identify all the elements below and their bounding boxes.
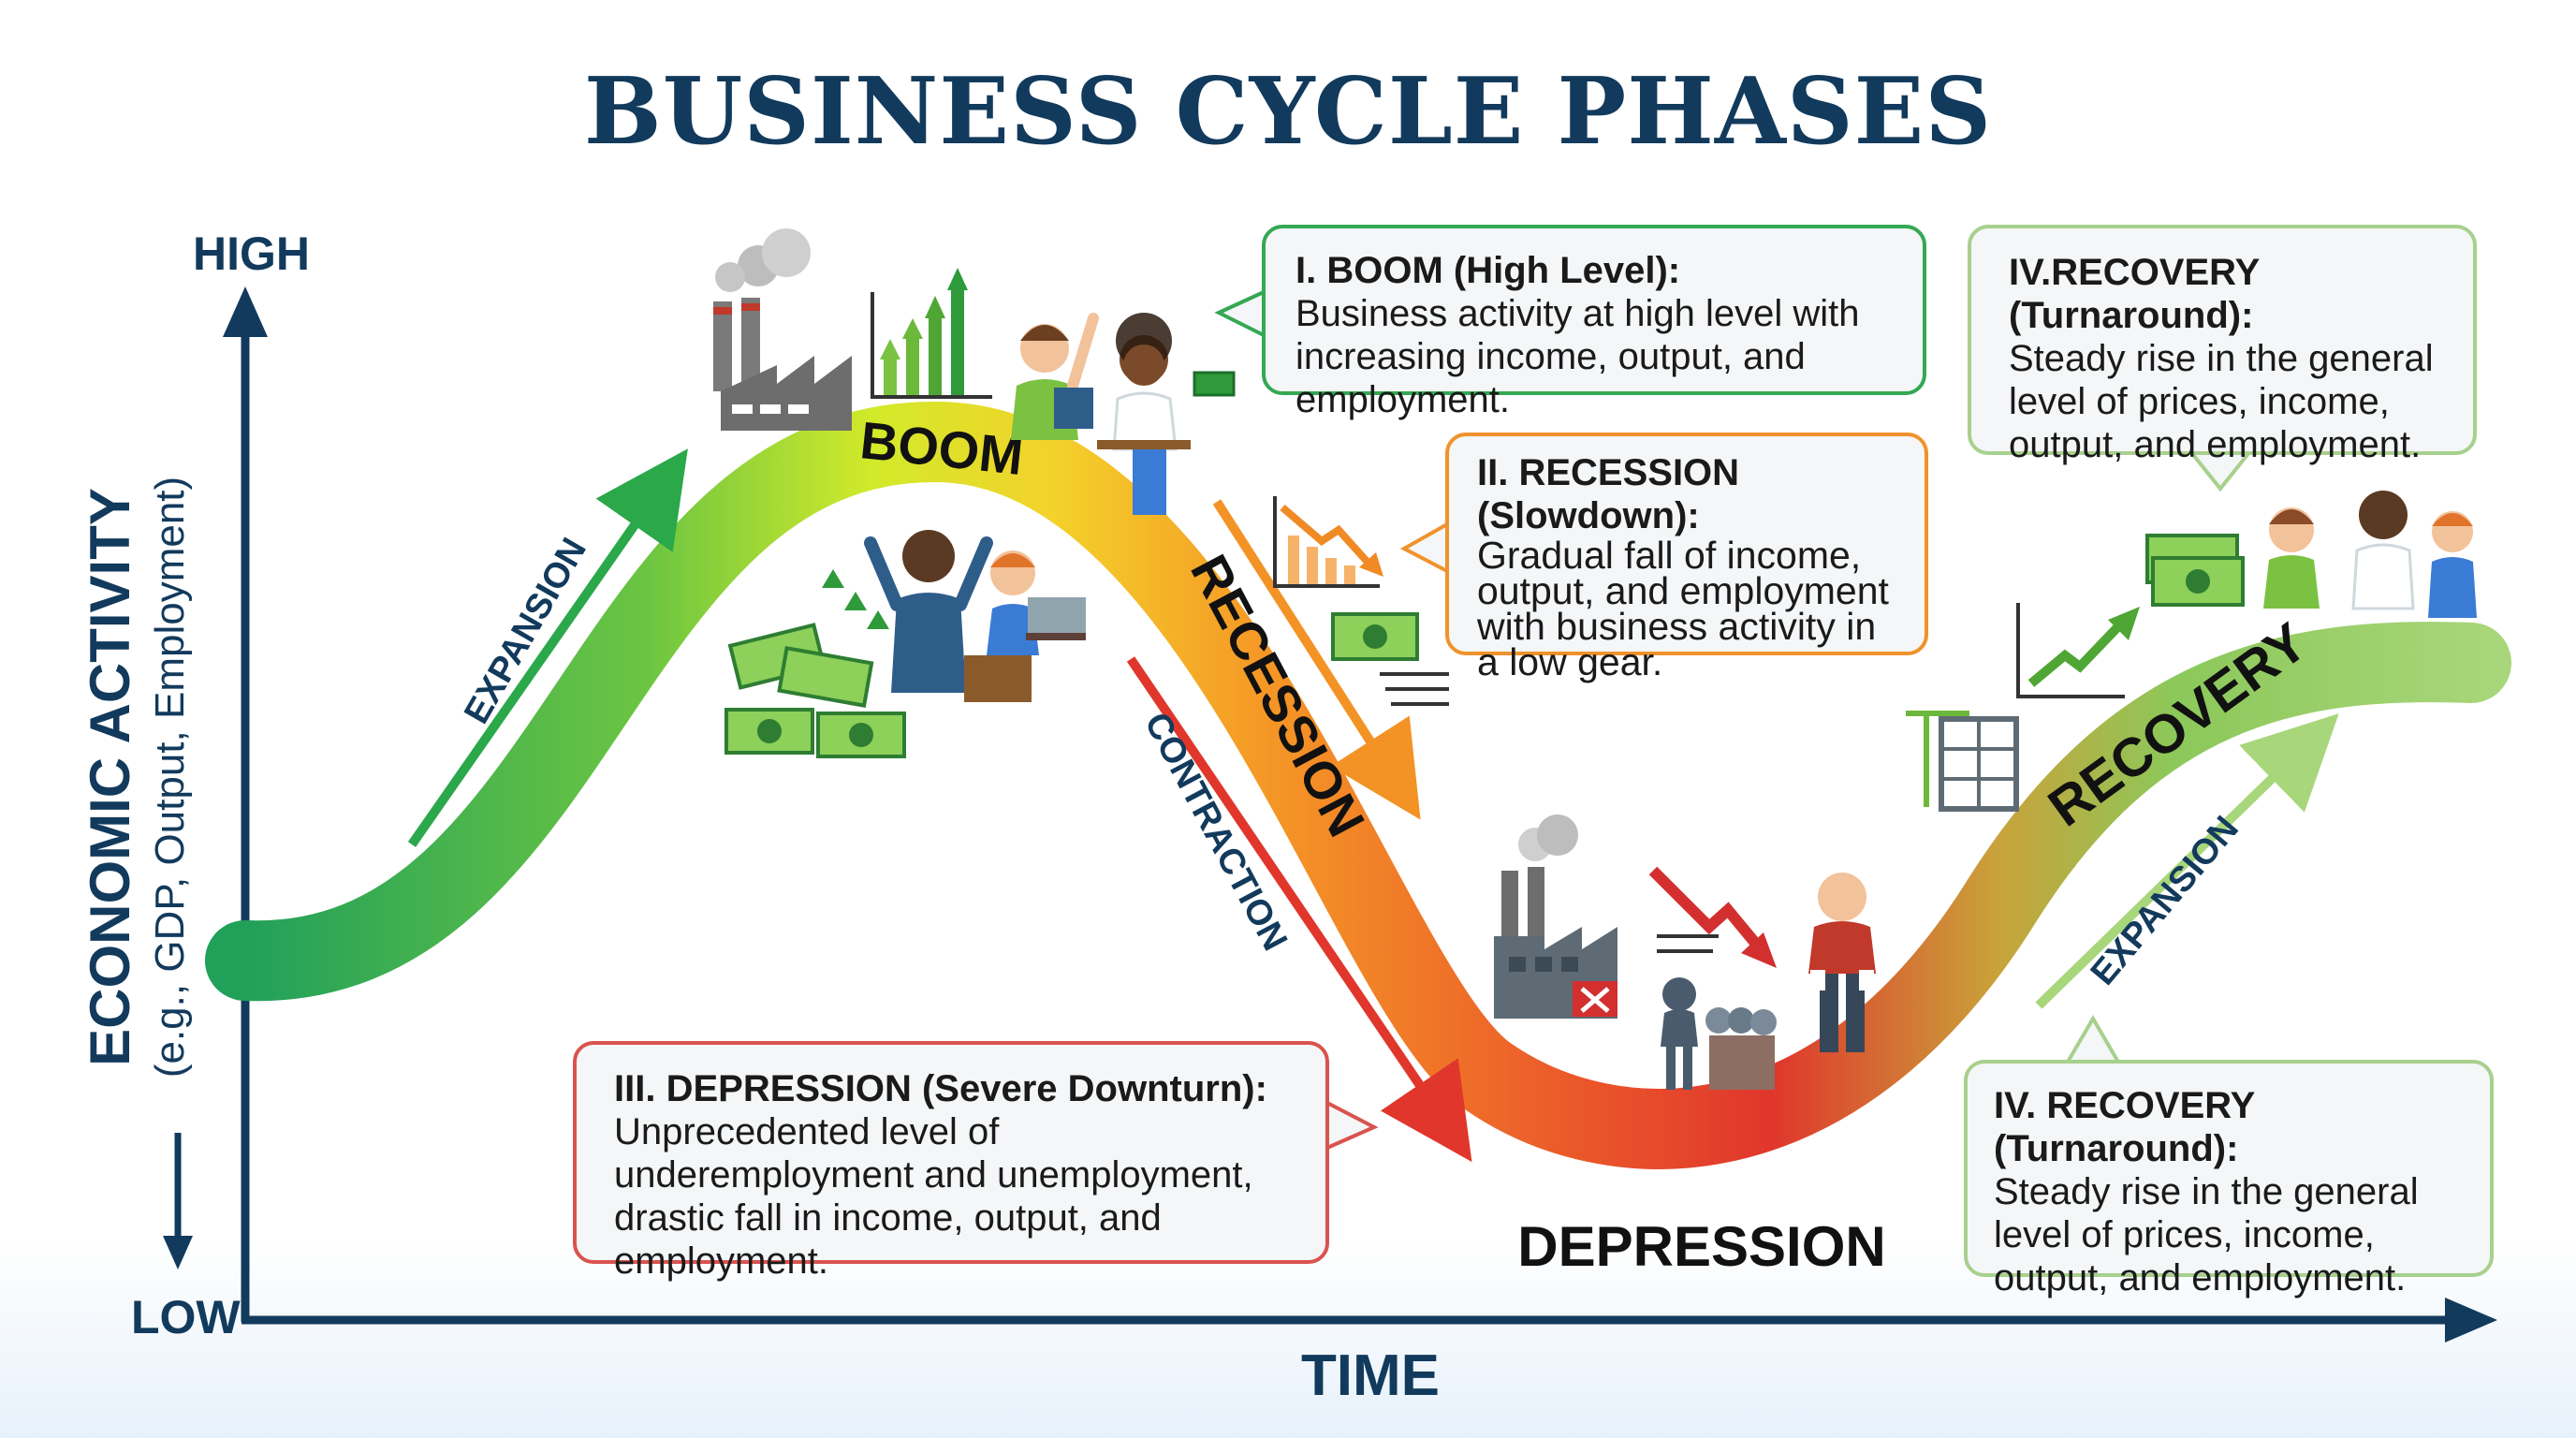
boom-callout-pointer	[1214, 290, 1265, 337]
expansion-label-right: EXPANSION	[2084, 809, 2247, 992]
rising-chart-icon	[871, 268, 992, 399]
expansion-arrow-left	[407, 448, 688, 847]
recovery-top-callout-body: Steady rise in the general level of pric…	[2009, 338, 2434, 465]
celebrating-people-icon	[1011, 313, 1236, 515]
y-axis-label: ECONOMIC ACTIVITY	[79, 488, 141, 1066]
y-axis	[223, 286, 268, 1322]
factory-icon	[713, 228, 852, 431]
recession-arrow	[1212, 499, 1421, 820]
recession-callout-title: II. RECESSION (Slowdown):	[1477, 452, 1740, 536]
page-title: BUSINESS CYCLE PHASES	[583, 58, 1993, 166]
y-axis-high-label: HIGH	[193, 227, 310, 280]
unemployed-people-icon	[1661, 873, 1876, 1090]
recovery-top-callout-pointer	[2188, 449, 2252, 492]
recovery-bottom-callout-body: Steady rise in the general level of pric…	[1994, 1171, 2419, 1299]
down-arrow-icon	[1648, 866, 1777, 968]
recovery-label: RECOVERY	[2038, 611, 2319, 839]
recession-callout-body: Gradual fall of income, output, and empl…	[1477, 534, 1889, 683]
recession-callout: II. RECESSION (Slowdown): Gradual fall o…	[1445, 433, 1928, 682]
falling-money-icon	[1331, 612, 1449, 706]
depression-callout: III. DEPRESSION (Severe Downturn): Unpre…	[573, 1041, 1329, 1282]
recovery-chart-icon	[2016, 603, 2140, 698]
x-axis-label: TIME	[1301, 1343, 1440, 1408]
contraction-arrow	[1126, 656, 1472, 1163]
business-cycle-wave	[205, 401, 2511, 1169]
depression-label: DEPRESSION	[1517, 1215, 1885, 1278]
falling-chart-icon	[1273, 496, 1383, 588]
recovery-bottom-callout-title: IV. RECOVERY (Turnaround):	[1994, 1085, 2255, 1169]
team-people-icon	[2145, 491, 2477, 618]
expansion-arrow-right	[2035, 713, 2339, 1009]
y-axis-low-label: LOW	[131, 1291, 241, 1343]
closed-factory-icon	[1494, 814, 1617, 1019]
low-arrow-icon	[163, 1133, 193, 1269]
construction-icon	[1906, 711, 2019, 812]
y-axis-sublabel: (e.g., GDP, Output, Employment)	[147, 477, 193, 1078]
recovery-bottom-callout-pointer	[2065, 1015, 2121, 1065]
boom-callout-body: Business activity at high level with inc…	[1295, 293, 1860, 420]
depression-callout-body: Unprecedented level of underemployment a…	[614, 1111, 1253, 1282]
money-stack-icon	[724, 569, 906, 758]
recovery-top-callout: IV.RECOVERY (Turnaround): Steady rise in…	[1968, 225, 2477, 465]
boom-callout-title: I. BOOM (High Level):	[1295, 250, 1681, 291]
boom-callout: I. BOOM (High Level): Business activity …	[1262, 225, 1926, 420]
depression-callout-pointer	[1326, 1101, 1379, 1150]
depression-callout-title: III. DEPRESSION (Severe Downturn):	[614, 1068, 1267, 1109]
recovery-bottom-callout: IV. RECOVERY (Turnaround): Steady rise i…	[1964, 1060, 2494, 1299]
x-axis	[242, 1298, 2497, 1343]
happy-workers-icon	[864, 530, 1086, 702]
recession-callout-pointer	[1399, 522, 1448, 573]
recovery-top-callout-title: IV.RECOVERY (Turnaround):	[2009, 252, 2260, 336]
